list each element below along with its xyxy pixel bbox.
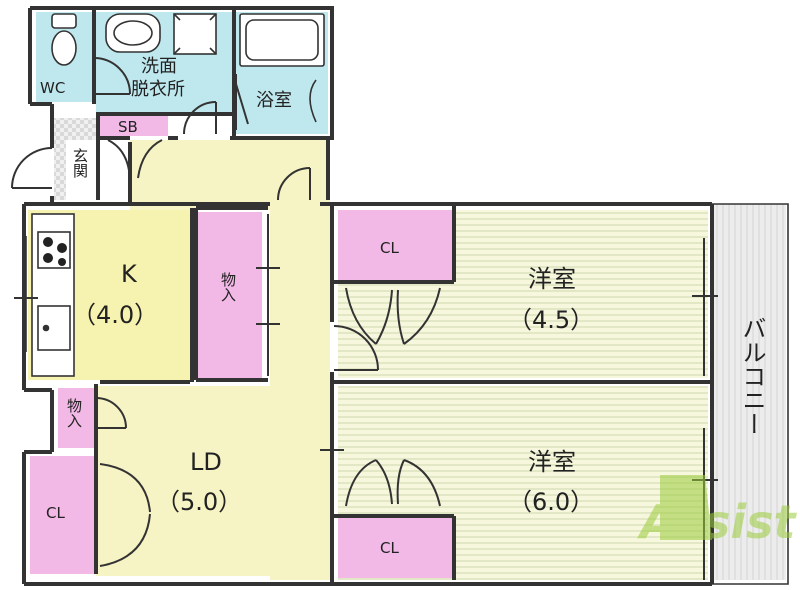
storage-ld — [58, 388, 94, 448]
sink-icon — [37, 305, 71, 351]
assist-logo-text: Assist — [637, 495, 798, 549]
bath-door-arc — [309, 79, 317, 123]
label-storage-kitchen: 物入 — [219, 272, 237, 302]
label-washroom-1: 洗面 — [141, 56, 177, 77]
stove-icon — [43, 237, 67, 266]
closet-bottom — [338, 516, 454, 578]
label-western-2-size: （6.0） — [508, 488, 594, 516]
toilet-icon — [51, 13, 77, 66]
label-kitchen: K — [121, 260, 138, 288]
label-closet-ld: CL — [46, 504, 65, 522]
ld-room — [96, 386, 328, 576]
label-washroom-2: 脱衣所 — [131, 79, 185, 100]
balcony-area — [712, 204, 786, 580]
label-closet-bottom: CL — [380, 539, 399, 557]
label-storage-ld: 物入 — [65, 398, 83, 428]
sb-closet — [98, 116, 168, 136]
label-ld-size: （5.0） — [156, 488, 242, 516]
storage-kitchen — [196, 212, 262, 380]
label-western-2: 洋室 — [528, 448, 576, 476]
label-closet-top: CL — [380, 239, 399, 257]
label-entrance: 玄関 — [71, 148, 89, 179]
label-western-1-size: （4.5） — [508, 306, 594, 334]
label-wc: WC — [40, 79, 65, 97]
label-bath: 浴室 — [256, 90, 292, 111]
bathtub-icon — [239, 13, 325, 67]
label-sb: SB — [118, 118, 138, 136]
label-western-1: 洋室 — [528, 265, 576, 293]
washbasin-icon — [105, 13, 161, 53]
assist-logo: Assist — [637, 475, 798, 549]
label-balcony: バルコニー — [738, 316, 766, 436]
washing-machine-icon — [173, 13, 217, 55]
hall-floor — [130, 140, 328, 210]
label-ld: LD — [190, 448, 222, 476]
label-kitchen-size: （4.0） — [72, 301, 158, 329]
closet-ld — [30, 456, 94, 574]
